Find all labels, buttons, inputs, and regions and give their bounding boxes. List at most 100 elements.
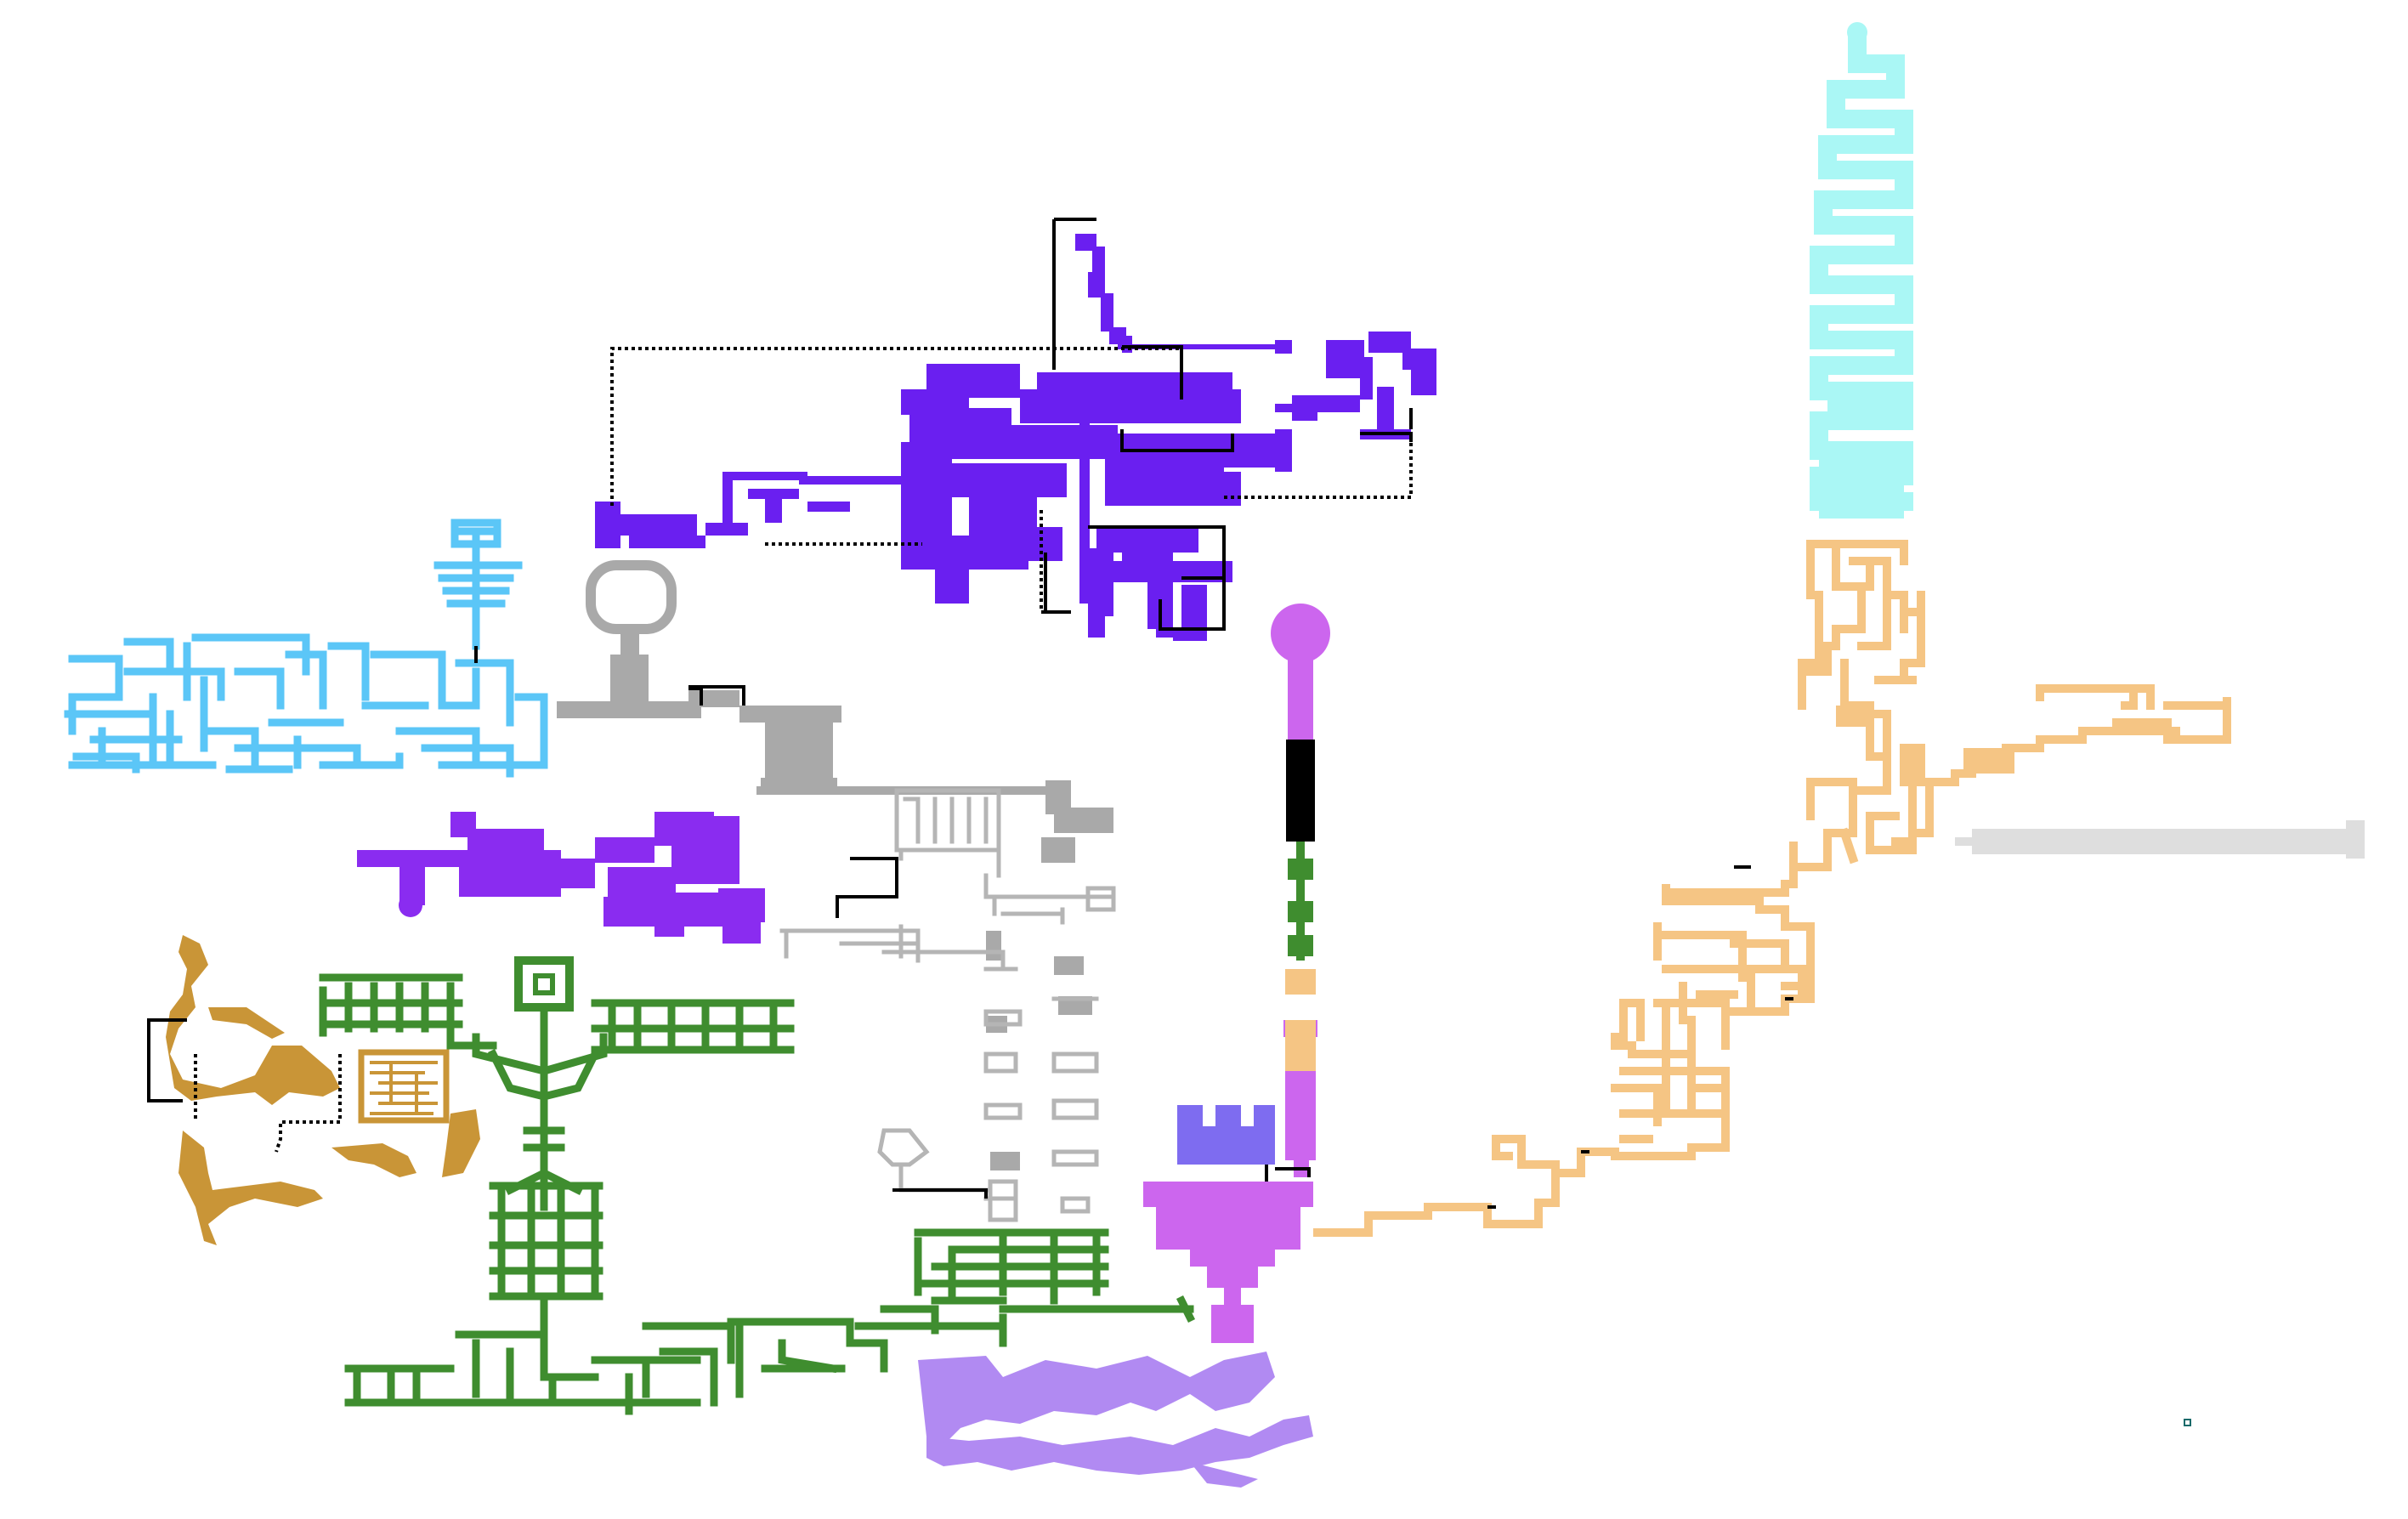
tower-peach-room xyxy=(1285,969,1316,995)
grey-floor xyxy=(688,690,739,707)
violet-room xyxy=(1101,293,1113,332)
violet-room xyxy=(1088,272,1105,298)
lavender-cavern-upper xyxy=(918,1352,1275,1445)
region-green-tree xyxy=(319,956,1196,1415)
grey-room xyxy=(1054,808,1113,833)
violet-room xyxy=(1360,357,1373,400)
tower-grey-band xyxy=(1286,740,1315,842)
tower-peach-room xyxy=(1285,1020,1316,1071)
gold-maze-room xyxy=(358,1049,450,1124)
sky-corridors xyxy=(64,633,548,778)
violet-room xyxy=(1075,234,1096,251)
gold-maze-inner xyxy=(370,1061,438,1115)
violet-room xyxy=(1003,527,1062,561)
purple-room xyxy=(654,918,684,937)
green-spiral-room xyxy=(514,956,574,1012)
green-left-branch xyxy=(319,973,497,1050)
grey-outline-rooms-path xyxy=(779,788,1116,1222)
magenta-hub-center xyxy=(1190,1190,1275,1267)
grey-floor xyxy=(557,701,701,718)
peach-round-room xyxy=(1836,706,1870,727)
peach-upper-shaft xyxy=(1798,540,1925,710)
region-lavender-caverns xyxy=(918,1352,1313,1488)
violet-room xyxy=(1088,595,1105,638)
connector-line xyxy=(1044,218,1413,631)
purple-room xyxy=(595,837,654,863)
region-violet-complex xyxy=(595,234,1436,641)
violet-room xyxy=(722,472,807,480)
green-trunk xyxy=(472,1003,608,1211)
violet-room xyxy=(807,502,850,512)
spire-chamber xyxy=(1827,391,1904,425)
region-light-grey-corridor xyxy=(1955,820,2365,859)
periwinkle-castle-room xyxy=(1177,1105,1275,1165)
violet-room xyxy=(1411,366,1436,395)
violet-room xyxy=(748,489,799,499)
violet-room xyxy=(765,497,782,523)
violet-room xyxy=(1020,389,1241,423)
violet-room xyxy=(1173,629,1207,641)
grey-small xyxy=(986,931,1001,961)
magenta-tower-neck xyxy=(1288,655,1313,740)
peach-east-room xyxy=(1963,748,2014,774)
purple-bulb xyxy=(399,893,422,917)
spire-chamber xyxy=(1819,442,1904,519)
peach-upper-complex xyxy=(1653,922,1806,1024)
grey-small xyxy=(990,1152,1020,1170)
peach-mid-complex xyxy=(1611,999,1730,1143)
gold-cave-upper xyxy=(166,935,340,1105)
region-sky-blue-network xyxy=(64,519,548,778)
grey-small xyxy=(1054,956,1084,975)
violet-room xyxy=(1275,429,1292,472)
purple-room xyxy=(722,922,761,944)
tower-peach-segment xyxy=(1285,969,1316,1071)
green-bottom-network xyxy=(344,1228,1196,1415)
violet-room xyxy=(1079,400,1090,604)
violet-room xyxy=(935,565,969,604)
light-grey-corridor-end xyxy=(2346,820,2365,859)
violet-room xyxy=(1292,412,1317,421)
magenta-hub-west xyxy=(1156,1207,1198,1250)
violet-room xyxy=(1092,247,1105,276)
purple-room xyxy=(718,888,765,922)
spire-serpentine xyxy=(1810,33,1913,511)
light-grey-corridor-cap xyxy=(1955,837,1976,846)
magenta-hub-east xyxy=(1266,1207,1300,1250)
violet-room xyxy=(629,536,705,548)
violet-room xyxy=(612,514,663,536)
purple-room xyxy=(671,842,739,884)
violet-room xyxy=(722,476,733,536)
violet-room xyxy=(901,442,952,536)
green-lower-grid xyxy=(489,1182,603,1343)
lavender-cavern-tail xyxy=(1190,1462,1258,1488)
region-periwinkle-castle xyxy=(1177,1105,1275,1165)
gold-cave-drop xyxy=(442,1109,480,1177)
gold-cave-arm xyxy=(208,1007,285,1039)
green-spiral-core xyxy=(533,973,555,995)
purple-room xyxy=(697,816,739,842)
peach-east-branch xyxy=(1900,684,2231,786)
region-cyan-spire xyxy=(1810,22,1913,519)
map-marker-icon xyxy=(2184,1419,2191,1426)
gold-cave-lower xyxy=(178,1131,323,1245)
light-grey-corridor-body xyxy=(1972,829,2363,854)
region-gold-caves xyxy=(166,935,480,1245)
grey-shaft-wide xyxy=(610,655,649,706)
lavender-cavern-spine xyxy=(922,1377,943,1458)
magenta-hub-bottom xyxy=(1211,1305,1254,1343)
grey-grid-room xyxy=(765,714,833,782)
green-right-branch xyxy=(591,999,795,1054)
violet-room xyxy=(1377,387,1394,438)
sky-tower-top xyxy=(450,519,501,548)
grey-room xyxy=(1041,837,1075,863)
violet-room xyxy=(948,463,1067,497)
violet-room xyxy=(1326,340,1364,378)
violet-room xyxy=(1181,587,1207,629)
region-peach-path xyxy=(1313,540,2231,1237)
magenta-shaft-foot xyxy=(1294,1152,1309,1177)
magenta-hub-stem xyxy=(1224,1284,1241,1309)
violet-room xyxy=(1105,472,1241,506)
connectors xyxy=(147,218,1793,1209)
